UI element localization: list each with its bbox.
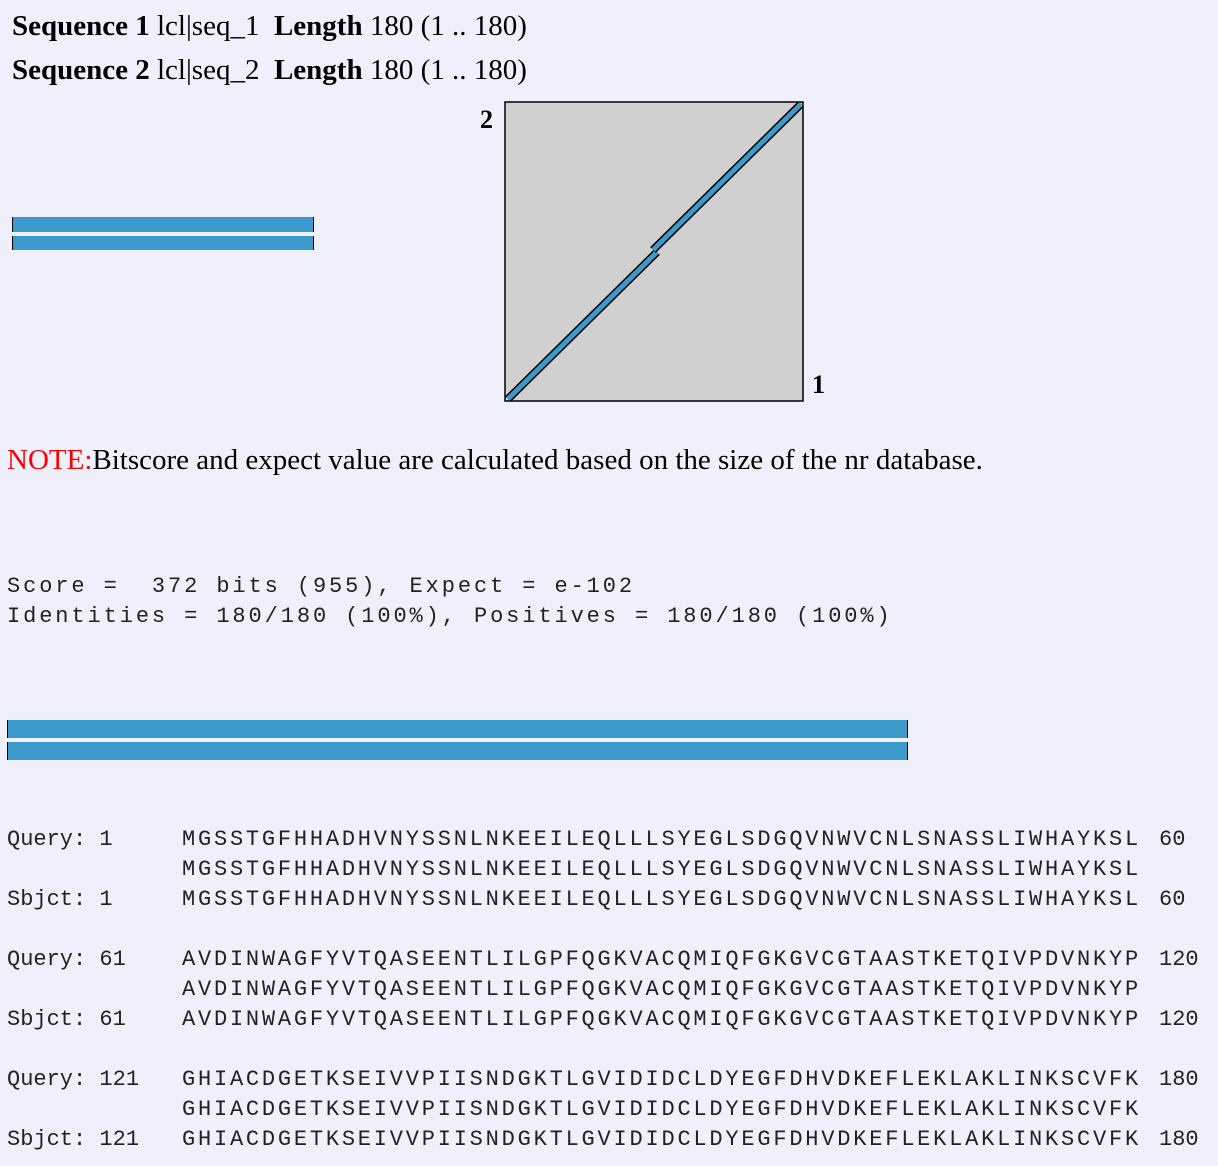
score-line: Score = 372 bits (955), Expect = e-102 — [7, 574, 635, 599]
subject-coverage-bar — [7, 742, 908, 760]
query-coverage-bar — [7, 720, 908, 738]
row-label: Sbjct: 1 — [7, 887, 113, 912]
seq-id: lcl|seq_2 — [157, 54, 260, 86]
seq-length: 180 (1 .. 180) — [369, 54, 527, 86]
sequence-text: MGSSTGFHHADHVNYSSNLNKEEILEQLLLSYEGLSDGQV… — [182, 857, 1141, 882]
dot-plot: 2 1 — [480, 101, 825, 402]
row-end-position: 60 — [1159, 827, 1186, 852]
row-end-position: 180 — [1159, 1127, 1199, 1152]
note: NOTE:Bitscore and expect value are calcu… — [7, 444, 983, 477]
row-end-position: 60 — [1159, 887, 1186, 912]
subject-coverage-bar-small — [12, 236, 314, 250]
row-label: Sbjct: 61 — [7, 1007, 126, 1032]
seq-id: lcl|seq_1 — [157, 10, 260, 42]
seq-label: Sequence 1 — [12, 10, 150, 42]
sequence-text: MGSSTGFHHADHVNYSSNLNKEEILEQLLLSYEGLSDGQV… — [182, 887, 1141, 912]
diagonal-segment-1 — [506, 250, 659, 401]
sequence-text: GHIACDGETKSEIVVPIISNDGKTLGVIDIDCLDYEGFDH… — [182, 1067, 1141, 1092]
y-axis-label: 2 — [480, 105, 493, 134]
length-label: Length — [273, 54, 363, 86]
sequence-text: GHIACDGETKSEIVVPIISNDGKTLGVIDIDCLDYEGFDH… — [182, 1127, 1141, 1152]
sequence-text: GHIACDGETKSEIVVPIISNDGKTLGVIDIDCLDYEGFDH… — [182, 1097, 1141, 1122]
row-label: Query: 61 — [7, 947, 126, 972]
diagonal-segment-2 — [651, 102, 803, 252]
seq-length: 180 (1 .. 180) — [369, 10, 527, 42]
sequence-text: AVDINWAGFYVTQASEENTLILGPFQGKVACQMIQFGKGV… — [182, 1007, 1141, 1032]
note-prefix: NOTE: — [7, 444, 93, 476]
sequence-text: MGSSTGFHHADHVNYSSNLNKEEILEQLLLSYEGLSDGQV… — [182, 827, 1141, 852]
row-end-position: 120 — [1159, 1007, 1199, 1032]
identities-line: Identities = 180/180 (100%), Positives =… — [7, 604, 893, 629]
row-label: Sbjct: 121 — [7, 1127, 140, 1152]
row-label: Query: 1 — [7, 827, 113, 852]
x-axis-label: 1 — [812, 370, 825, 399]
sequence-text: AVDINWAGFYVTQASEENTLILGPFQGKVACQMIQFGKGV… — [182, 977, 1141, 1002]
sequence-1-header: Sequence 1 lcl|seq_1 Length 180 (1 .. 18… — [12, 10, 527, 43]
note-text: Bitscore and expect value are calculated… — [92, 444, 983, 476]
seq-label: Sequence 2 — [12, 54, 150, 86]
row-end-position: 180 — [1159, 1067, 1199, 1092]
row-end-position: 120 — [1159, 947, 1199, 972]
sequence-text: AVDINWAGFYVTQASEENTLILGPFQGKVACQMIQFGKGV… — [182, 947, 1141, 972]
query-coverage-bar-small — [12, 217, 314, 232]
sequence-2-header: Sequence 2 lcl|seq_2 Length 180 (1 .. 18… — [12, 54, 527, 87]
length-label: Length — [273, 10, 363, 42]
row-label: Query: 121 — [7, 1067, 140, 1092]
